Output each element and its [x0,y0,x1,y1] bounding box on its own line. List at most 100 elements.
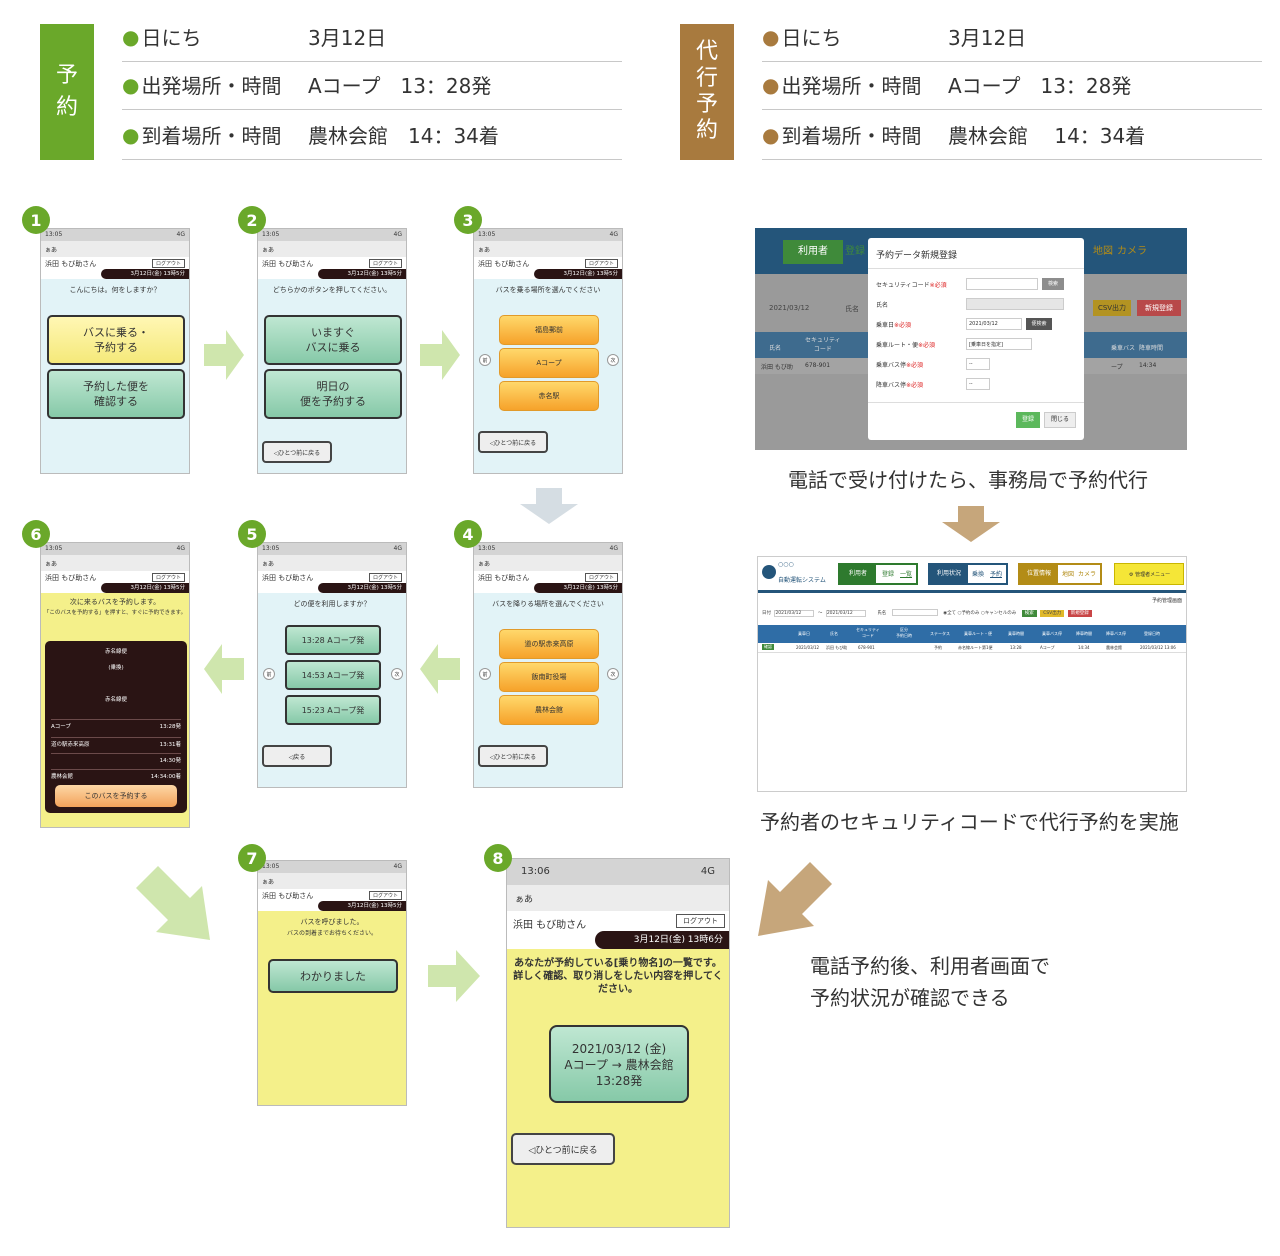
search-button[interactable]: 検索 [1042,278,1064,290]
radio-reserved[interactable]: ○ [957,611,962,616]
tab-location[interactable]: 位置情報 [1020,565,1058,583]
prev-page-button[interactable]: 前 [479,668,491,680]
col-header: ステータス [930,631,950,636]
back-button[interactable]: ◁ひとつ前に戻る [262,441,332,463]
arrow-diagonal-icon [136,866,210,940]
csv-button[interactable]: CSV出力 [1093,300,1131,316]
radio-cancelled[interactable]: ○ [980,611,985,616]
logout-button[interactable]: ログアウト [368,259,402,268]
boarding-stop-select[interactable]: -- [966,358,990,370]
ride-reserve-button[interactable]: バスに乗る・ 予約する [47,315,185,365]
new-register-button[interactable]: 新規登録 [1067,610,1092,617]
tab-status[interactable]: 利用状況 [930,565,968,583]
stop-option[interactable]: 飯南町役場 [499,662,599,692]
field-label: 乗車バス停※必須 [876,362,924,369]
ride-now-button[interactable]: いますぐ バスに乗る [264,315,402,365]
next-page-button[interactable]: 次 [607,668,619,680]
close-button[interactable]: 閉じる [1044,412,1076,428]
radio-all[interactable]: ◉ [943,611,948,616]
back-button[interactable]: ◁ひとつ前に戻る [511,1133,615,1165]
name-input[interactable] [891,609,938,616]
prompt-text: 次に来るバスを予約します。 [69,598,161,606]
tab-register[interactable]: 登録 [845,246,865,257]
route-select[interactable]: [乗車日を指定] [966,338,1032,350]
tab-register[interactable]: 登録 [882,571,895,578]
step-number-2: 2 [238,206,266,234]
line-label: 赤名線便 [104,649,127,655]
alighting-stop-select[interactable]: -- [966,378,990,390]
trip-option[interactable]: 14:53 Aコープ発 [285,660,381,690]
url-bar: ぁあ [258,555,406,571]
tab-list[interactable]: 一覧 [900,571,913,578]
next-page-button[interactable]: 次 [607,354,619,366]
reserve-this-bus-button[interactable]: このバスを予約する [55,785,177,807]
tab-map[interactable]: 地図 [1062,571,1075,578]
reserve-tomorrow-button[interactable]: 明日の 便を予約する [264,369,402,419]
stop-option[interactable]: 赤名駅 [499,381,599,411]
logout-button[interactable]: ログアウト [584,573,618,582]
modal-title: 予約データ新規登録 [876,251,958,261]
name-input[interactable] [966,298,1064,310]
tab-users[interactable]: 利用者 [840,565,876,583]
date-banner: 3月12日(金) 13時6分 [507,931,729,949]
tab-map[interactable]: 地図 [1093,246,1113,257]
logout-button[interactable]: ログアウト [368,891,402,900]
ok-button[interactable]: わかりました [268,959,398,993]
admin-menu-button[interactable]: ⚙ 管理者メニュー [1114,563,1184,585]
reservation-card-button[interactable]: 2021/03/12 (金) Aコープ → 農林会館 13:28発 [549,1025,689,1103]
register-button[interactable]: 登録 [1016,412,1040,428]
ride-date-input[interactable]: 2021/03/12 [966,318,1022,330]
stop-option[interactable]: 福島郵前 [499,315,599,345]
tab-reservation[interactable]: 予約 [990,571,1003,578]
user-name: 浜田 もび助さんログアウト [474,571,622,583]
search-button[interactable]: 検索 [1021,610,1037,617]
bullet-icon: ● [762,122,780,147]
back-button[interactable]: ◁戻る [262,745,332,767]
stop-option[interactable]: 道の駅赤来高原 [499,629,599,659]
tab-camera[interactable]: カメラ [1117,246,1147,257]
url-bar: ぁあ [258,241,406,257]
url-bar: ぁあ [507,885,729,911]
date-banner: 3月12日(金) 13時5分 [41,583,189,593]
next-page-button[interactable]: 次 [391,668,403,680]
tab-users[interactable]: 利用者 [783,240,843,264]
step-number-4: 4 [454,520,482,548]
new-register-button[interactable]: 新規登録 [1137,300,1181,316]
user-name: 浜田 もび助さんログアウト [258,889,406,901]
logout-button[interactable]: ログアウト [676,914,725,928]
check-reservation-button[interactable]: 予約した便を 確認する [47,369,185,419]
prev-page-button[interactable]: 前 [479,354,491,366]
confirm-button[interactable]: 確認 [762,644,774,650]
csv-button[interactable]: CSV出力 [1040,610,1065,617]
date-banner: 3月12日(金) 13時5分 [258,583,406,593]
reservation-tag: 予 約 [40,24,94,160]
col-header: 登録日時 [1144,631,1160,636]
logout-button[interactable]: ログアウト [368,573,402,582]
logout-button[interactable]: ログアウト [151,259,185,268]
tab-transfer[interactable]: 乗換 [972,571,985,578]
back-button[interactable]: ◁ひとつ前に戻る [478,745,548,767]
date-to-input[interactable]: 2021/03/12 [825,610,866,617]
table-row[interactable]: 確認 2021/03/12 浜田 もび助 678-901 予約 赤名線ルート第1… [758,643,1186,653]
trip-search-button[interactable]: 便検索 [1026,318,1052,330]
security-code-input[interactable] [966,278,1038,290]
trip-option[interactable]: 13:28 Aコープ発 [285,625,381,655]
field-label: セキュリティコード※必須 [876,282,947,289]
col-header: 降車バス停 [1106,631,1126,636]
tab-camera[interactable]: カメラ [1078,571,1097,578]
date-from-input[interactable]: 2021/03/12 [774,610,815,617]
arrow-right-icon [428,950,480,1002]
stop-option[interactable]: 農林会館 [499,695,599,725]
prev-page-button[interactable]: 前 [263,668,275,680]
trip-option[interactable]: 15:23 Aコープ発 [285,695,381,725]
logout-button[interactable]: ログアウト [584,259,618,268]
back-button[interactable]: ◁ひとつ前に戻る [478,431,548,453]
logo-text: ○○○ [778,561,794,568]
line-label: 赤名線便 [104,697,127,703]
stop-option[interactable]: Aコープ [499,348,599,378]
logout-button[interactable]: ログアウト [151,573,185,582]
